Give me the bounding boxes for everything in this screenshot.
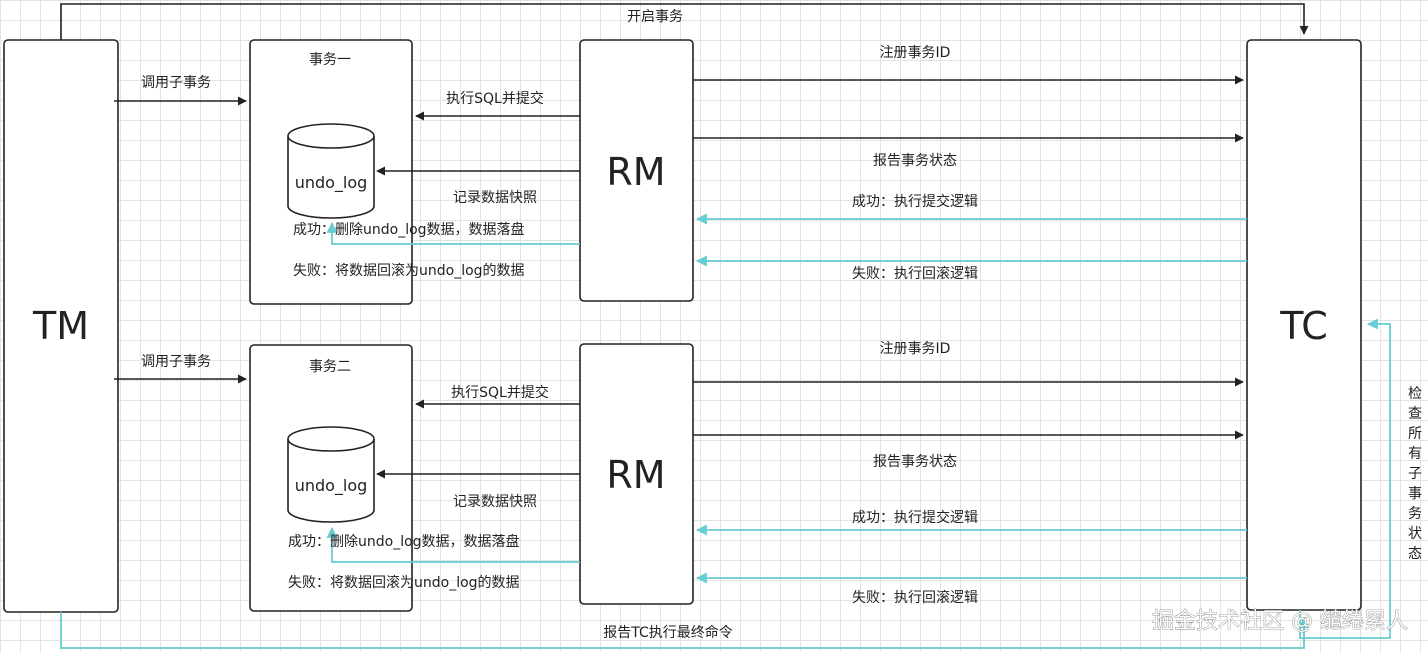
check-status-arrow: 检查所有子事务状态 — [1299, 318, 1422, 639]
begin-transaction-label: 开启事务 — [627, 9, 683, 25]
tc-failure-label: 失败：执行回滚逻辑 — [852, 265, 978, 282]
rm-label: RM — [606, 150, 665, 194]
execute-sql-label: 执行SQL并提交 — [446, 90, 544, 107]
check-status-label: 检查所有子事务状态 — [1408, 386, 1422, 562]
final-command-arrow: 报告TC执行最终命令 — [60, 612, 1310, 649]
begin-transaction-arrow: 开启事务 — [60, 3, 1309, 40]
report-status-label: 报告事务状态 — [873, 153, 957, 169]
transaction-group-1: 事务一 undo_log 调用子事务 RM 执行SQL并提交 记录数据快照 成功… — [114, 39, 1247, 305]
rm-node[interactable]: RM — [579, 39, 694, 302]
transaction-group-2: 事务二 undo_log 调用子事务 RM 执行SQL并提交 记录数据快照 成功… — [114, 341, 1247, 612]
report-status-label: 报告事务状态 — [873, 454, 957, 470]
undo-log-database[interactable]: undo_log — [287, 426, 375, 523]
transaction-title: 事务一 — [309, 52, 351, 68]
local-success-label: 成功：删除undo_log数据，数据落盘 — [293, 221, 525, 238]
local-success-label: 成功：删除undo_log数据，数据落盘 — [288, 533, 520, 550]
record-snapshot-label: 记录数据快照 — [453, 494, 537, 510]
local-failure-label: 失败：将数据回滚为undo_log的数据 — [293, 262, 525, 279]
tm-label: TM — [32, 304, 89, 348]
tc-label: TC — [1279, 304, 1328, 348]
tc-success-label: 成功：执行提交逻辑 — [852, 509, 978, 526]
rm-label: RM — [606, 453, 665, 497]
execute-sql-label: 执行SQL并提交 — [451, 384, 549, 401]
local-failure-label: 失败：将数据回滚为undo_log的数据 — [288, 574, 520, 591]
undo-log-database[interactable]: undo_log — [287, 123, 375, 219]
final-command-label: 报告TC执行最终命令 — [603, 624, 733, 641]
rm-node[interactable]: RM — [579, 343, 694, 605]
transaction-title: 事务二 — [309, 359, 351, 375]
database-label: undo_log — [295, 476, 368, 496]
call-subtransaction-label: 调用子事务 — [141, 354, 211, 370]
tc-failure-label: 失败：执行回滚逻辑 — [852, 589, 978, 606]
tc-node[interactable]: TC — [1246, 39, 1362, 611]
register-transaction-label: 注册事务ID — [880, 341, 951, 357]
register-transaction-label: 注册事务ID — [880, 45, 951, 61]
tm-node[interactable]: TM — [3, 39, 119, 613]
call-subtransaction-label: 调用子事务 — [141, 75, 211, 91]
database-label: undo_log — [295, 173, 368, 193]
record-snapshot-label: 记录数据快照 — [453, 190, 537, 206]
tc-success-label: 成功：执行提交逻辑 — [852, 193, 978, 210]
watermark-text: 掘金技术社区 @ 缱绻累人 — [1152, 609, 1408, 634]
